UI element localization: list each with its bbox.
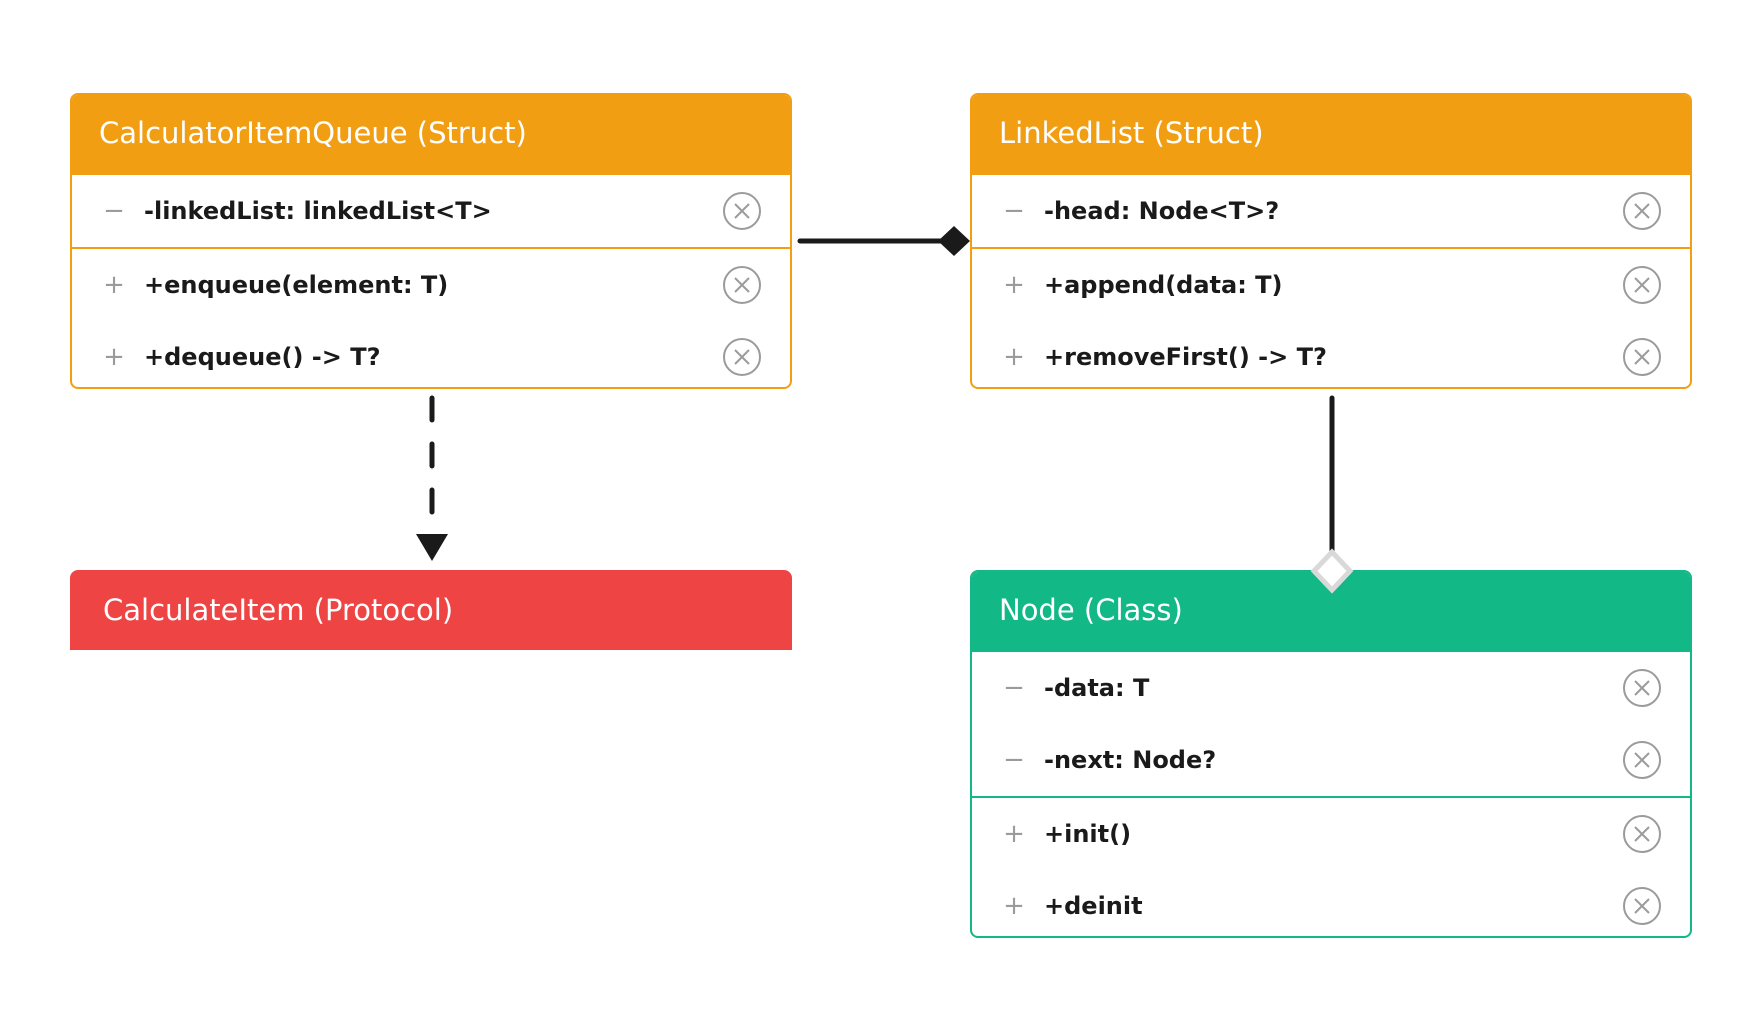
method-row[interactable]: + +dequeue() -> T? bbox=[72, 321, 790, 387]
remove-icon[interactable] bbox=[1623, 669, 1661, 707]
arrowhead-icon bbox=[416, 534, 448, 561]
private-sign: − bbox=[103, 196, 125, 226]
method-row[interactable]: + +deinit bbox=[972, 870, 1690, 936]
public-sign: + bbox=[1003, 819, 1025, 849]
remove-icon[interactable] bbox=[1623, 887, 1661, 925]
private-sign: − bbox=[1003, 196, 1025, 226]
property-label[interactable]: -head: Node<T>? bbox=[1044, 197, 1280, 225]
method-row[interactable]: + +enqueue(element: T) bbox=[72, 249, 790, 321]
method-row[interactable]: + +append(data: T) bbox=[972, 249, 1690, 321]
private-sign: − bbox=[1003, 745, 1025, 775]
public-sign: + bbox=[103, 270, 125, 300]
properties-section: − -data: T − -next: Node? bbox=[972, 650, 1690, 796]
methods-section: + +enqueue(element: T) + +dequeue() -> T… bbox=[72, 247, 790, 387]
private-sign: − bbox=[1003, 673, 1025, 703]
public-sign: + bbox=[1003, 342, 1025, 372]
remove-icon[interactable] bbox=[1623, 338, 1661, 376]
class-title[interactable]: CalculateItem (Protocol) bbox=[103, 593, 454, 627]
filled-diamond-icon bbox=[938, 226, 970, 256]
method-row[interactable]: + +removeFirst() -> T? bbox=[972, 321, 1690, 387]
class-box-node[interactable]: Node (Class) − -data: T − -next: Node? +… bbox=[970, 570, 1692, 938]
property-row[interactable]: − -linkedList: linkedList<T> bbox=[72, 175, 790, 247]
remove-icon[interactable] bbox=[1623, 741, 1661, 779]
property-row[interactable]: − -data: T bbox=[972, 652, 1690, 724]
method-row[interactable]: + +init() bbox=[972, 798, 1690, 870]
properties-section: − -linkedList: linkedList<T> bbox=[72, 173, 790, 247]
method-label[interactable]: +append(data: T) bbox=[1044, 271, 1283, 299]
method-label[interactable]: +deinit bbox=[1044, 892, 1143, 920]
class-title[interactable]: CalculatorItemQueue (Struct) bbox=[72, 95, 790, 173]
method-label[interactable]: +removeFirst() -> T? bbox=[1044, 343, 1327, 371]
method-label[interactable]: +enqueue(element: T) bbox=[144, 271, 449, 299]
remove-icon[interactable] bbox=[1623, 815, 1661, 853]
class-box-calculate-item[interactable]: CalculateItem (Protocol) bbox=[70, 570, 792, 650]
public-sign: + bbox=[1003, 270, 1025, 300]
remove-icon[interactable] bbox=[723, 338, 761, 376]
methods-section: + +append(data: T) + +removeFirst() -> T… bbox=[972, 247, 1690, 387]
property-label[interactable]: -linkedList: linkedList<T> bbox=[144, 197, 492, 225]
method-label[interactable]: +init() bbox=[1044, 820, 1132, 848]
class-box-linked-list[interactable]: LinkedList (Struct) − -head: Node<T>? + … bbox=[970, 93, 1692, 389]
class-title[interactable]: Node (Class) bbox=[972, 572, 1690, 650]
remove-icon[interactable] bbox=[723, 266, 761, 304]
remove-icon[interactable] bbox=[1623, 192, 1661, 230]
class-title[interactable]: LinkedList (Struct) bbox=[972, 95, 1690, 173]
remove-icon[interactable] bbox=[1623, 266, 1661, 304]
property-row[interactable]: − -head: Node<T>? bbox=[972, 175, 1690, 247]
class-box-calculator-item-queue[interactable]: CalculatorItemQueue (Struct) − -linkedLi… bbox=[70, 93, 792, 389]
property-label[interactable]: -next: Node? bbox=[1044, 746, 1217, 774]
public-sign: + bbox=[103, 342, 125, 372]
remove-icon[interactable] bbox=[723, 192, 761, 230]
method-label[interactable]: +dequeue() -> T? bbox=[144, 343, 381, 371]
public-sign: + bbox=[1003, 891, 1025, 921]
methods-section: + +init() + +deinit bbox=[972, 796, 1690, 936]
property-row[interactable]: − -next: Node? bbox=[972, 724, 1690, 796]
property-label[interactable]: -data: T bbox=[1044, 674, 1150, 702]
properties-section: − -head: Node<T>? bbox=[972, 173, 1690, 247]
